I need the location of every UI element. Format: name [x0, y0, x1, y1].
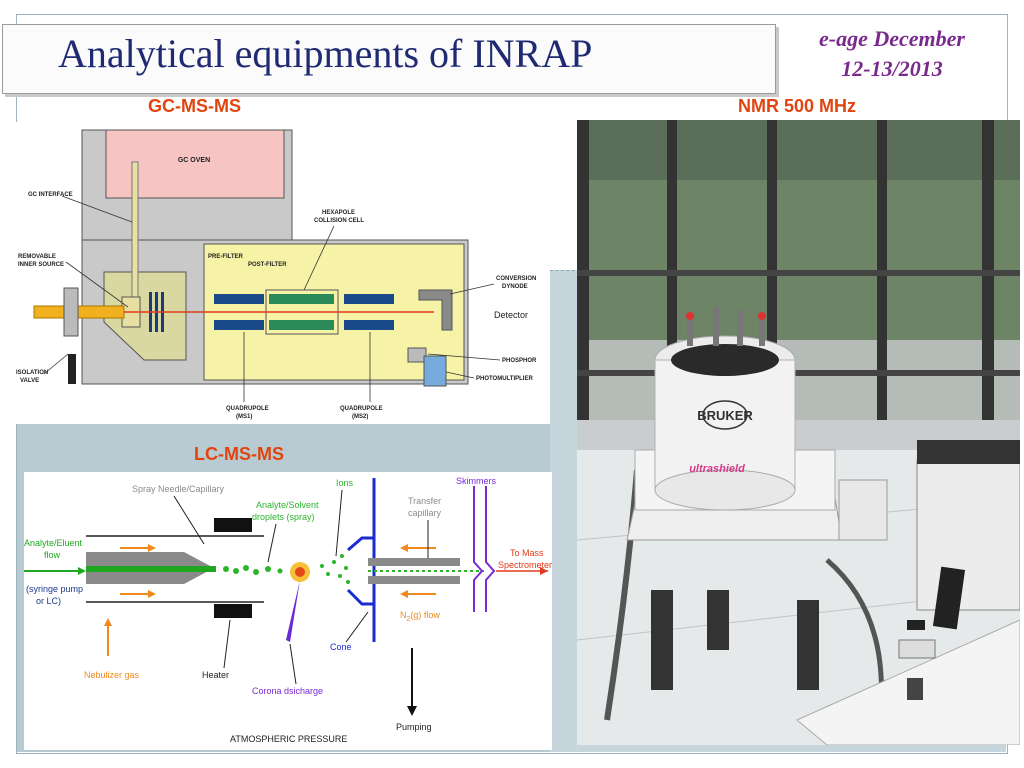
nebulizer-text: Nebulizer gas — [84, 670, 140, 680]
hexapole-text-1: HEXAPOLE — [322, 210, 355, 216]
isolation-text-1: ISOLATION — [16, 370, 48, 376]
detector-text: Detector — [494, 310, 528, 320]
gcms-diagram: GC OVEN GC INTERFACE HEXAPOLE COLLISION … — [4, 122, 550, 424]
quadrupole-ms1-text-2: (MS1) — [236, 414, 252, 420]
removable-text-1: REMOVABLE — [18, 254, 56, 260]
removable-text-2: INNER SOURCE — [18, 262, 64, 268]
event-date-line1: e-age December — [819, 26, 965, 51]
lcms-diagram-svg: Spray Needle/Capillary — [24, 476, 552, 744]
analyte-solvent-text-2: droplets (spray) — [252, 512, 315, 522]
atmospheric-text: ATMOSPHERIC PRESSURE — [230, 734, 347, 744]
gc-interface-text: GC INTERFACE — [28, 192, 73, 198]
gcms-label: GC-MS-MS — [148, 96, 241, 116]
pumping-text: Pumping — [396, 722, 432, 732]
to-mass-text-1: To Mass — [510, 548, 544, 558]
n2-flow-text: N2(g) flow — [400, 610, 440, 623]
quadrupole-ms2-text-2: (MS2) — [352, 414, 368, 420]
photomultiplier-text: PHOTOMULTIPLIER — [476, 376, 533, 382]
ions-text: Ions — [336, 478, 354, 488]
analyte-eluent-text-1: Analyte/Eluent — [24, 538, 83, 548]
conversion-text-2: DYNODE — [502, 284, 528, 290]
divider-dashed — [550, 270, 580, 271]
quadrupole-ms1-text-1: QUADRUPOLE — [226, 406, 269, 412]
analyte-solvent-text-1: Analyte/Solvent — [256, 500, 319, 510]
ultrashield-text: ultrashield — [689, 463, 745, 475]
transfer-text-2: capillary — [408, 508, 442, 518]
skimmers-text: Skimmers — [456, 476, 496, 486]
transfer-text-1: Transfer — [408, 496, 441, 506]
nmr-photo-svg: BRUKER ultrashield — [576, 120, 1021, 746]
gcms-diagram-svg: GC OVEN GC INTERFACE HEXAPOLE COLLISION … — [16, 129, 537, 420]
slide-title: Analytical equipments of INRAP — [58, 31, 593, 76]
syringe-text-2: or LC) — [36, 596, 61, 606]
analyte-eluent-text-2: flow — [44, 550, 61, 560]
pre-filter-text: PRE-FILTER — [208, 254, 244, 260]
event-date: e-age December 12-13/2013 — [782, 24, 1002, 84]
spray-needle-text: Spray Needle/Capillary — [132, 484, 225, 494]
conversion-text-1: CONVERSION — [496, 276, 536, 282]
nmr-label: NMR 500 MHz — [738, 96, 857, 116]
bruker-logo-text: BRUKER — [697, 408, 753, 423]
hexapole-text-2: COLLISION CELL — [314, 218, 364, 224]
title-box — [2, 24, 776, 94]
phosphor-text: PHOSPHOR — [502, 358, 537, 364]
cone-text: Cone — [330, 642, 352, 652]
gc-oven-text: GC OVEN — [178, 157, 210, 164]
quadrupole-ms2-text-1: QUADRUPOLE — [340, 406, 383, 412]
syringe-text-1: (syringe pump — [26, 584, 83, 594]
post-filter-text: POST-FILTER — [248, 262, 287, 268]
event-date-line2: 12-13/2013 — [841, 56, 943, 81]
lcms-diagram: Spray Needle/Capillary — [24, 472, 552, 750]
isolation-text-2: VALVE — [20, 378, 39, 384]
corona-text: Corona dsicharge — [252, 686, 323, 696]
lcms-label: LC-MS-MS — [194, 444, 284, 464]
nmr-photo: BRUKER ultrashield — [576, 120, 1021, 746]
to-mass-text-2: Spectrometer — [498, 560, 552, 570]
heater-text: Heater — [202, 670, 229, 680]
